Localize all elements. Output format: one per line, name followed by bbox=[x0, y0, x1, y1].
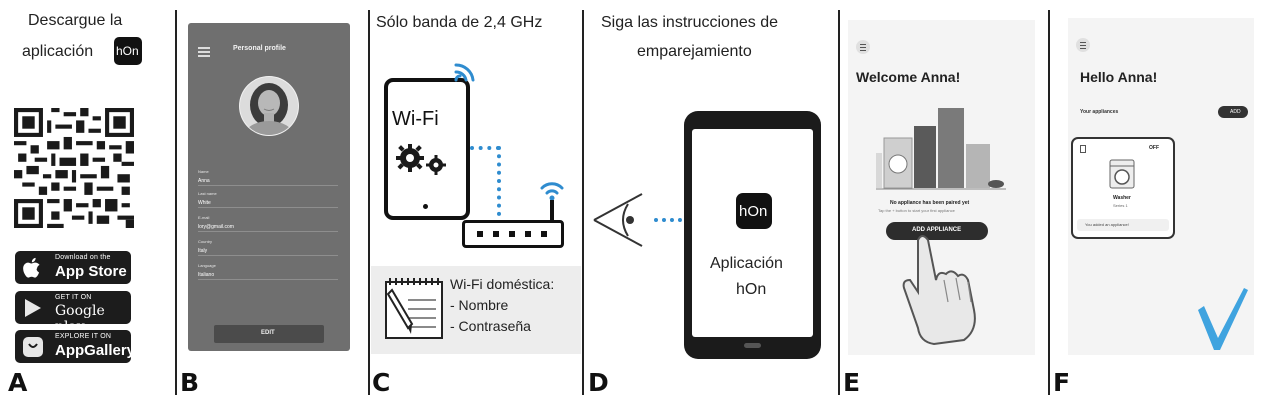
menu-icon[interactable] bbox=[1076, 38, 1090, 52]
profile-screen: Personal profile Name Anna Last name Whi… bbox=[188, 23, 350, 351]
pairing-caption: Siga las instrucciones de bbox=[601, 14, 778, 31]
panel-divider bbox=[582, 10, 584, 395]
hon-app-icon: hOn bbox=[114, 37, 142, 65]
eye-icon bbox=[593, 193, 643, 247]
success-message: You added an appliance! bbox=[1085, 222, 1129, 227]
menu-icon[interactable] bbox=[856, 40, 870, 54]
add-button[interactable]: ADD bbox=[1218, 106, 1248, 118]
wifi-password-item: - Contraseña bbox=[450, 318, 531, 334]
appliance-card[interactable]: OFF Washer Series 1 You added an applian… bbox=[1071, 137, 1175, 239]
name-field[interactable]: Anna bbox=[198, 178, 210, 184]
step-letter-f: F bbox=[1053, 368, 1071, 397]
app-store-badge[interactable]: Download on the App Store bbox=[15, 251, 131, 284]
google-play-badge[interactable]: GET IT ON Google play bbox=[15, 291, 131, 335]
email-field[interactable]: lory@gmail.com bbox=[198, 224, 234, 230]
empty-state-subtitle: Tap the + button to start your first app… bbox=[878, 208, 955, 213]
appliance-status: OFF bbox=[1149, 145, 1159, 151]
router-wifi-icon bbox=[540, 182, 564, 201]
play-icon bbox=[25, 299, 41, 317]
menu-icon[interactable] bbox=[198, 47, 210, 57]
panel-divider bbox=[175, 10, 177, 395]
step-letter-e: E bbox=[843, 368, 861, 397]
pairing-caption-2: emparejamiento bbox=[637, 43, 752, 60]
app-gallery-badge[interactable]: EXPLORE IT ON AppGallery bbox=[15, 330, 135, 363]
profile-title: Personal profile bbox=[233, 45, 286, 52]
router-icon bbox=[462, 220, 564, 248]
notepad-icon bbox=[385, 278, 443, 339]
download-caption-app: aplicación bbox=[22, 43, 94, 60]
add-appliance-button[interactable]: ADD APPLIANCE bbox=[886, 222, 988, 240]
home-wifi-title: Wi-Fi doméstica: bbox=[450, 276, 555, 292]
panel-divider bbox=[838, 10, 840, 395]
welcome-title: Welcome Anna! bbox=[856, 69, 961, 85]
huawei-icon bbox=[23, 337, 43, 357]
edit-button[interactable]: EDIT bbox=[214, 325, 324, 343]
country-field[interactable]: Italy bbox=[198, 248, 208, 254]
app-name-label-2: hOn bbox=[736, 281, 767, 298]
tablet-device: Wi-Fi bbox=[384, 78, 470, 220]
wifi-signal-icon bbox=[454, 63, 475, 82]
empty-state-title: No appliance has been paired yet bbox=[890, 200, 970, 206]
avatar bbox=[239, 76, 299, 136]
appliance-name: Washer bbox=[1113, 195, 1131, 201]
language-field[interactable]: Italiano bbox=[198, 272, 215, 278]
appliances-illustration bbox=[876, 108, 1006, 190]
hand-pointer-icon bbox=[902, 235, 976, 345]
appliance-model: Series 1 bbox=[1113, 203, 1128, 208]
download-caption: Descargue la bbox=[28, 12, 123, 29]
washer-icon bbox=[1109, 159, 1135, 189]
panel-divider bbox=[368, 10, 370, 395]
appliance-type-icon bbox=[1080, 145, 1086, 153]
step-letter-c: C bbox=[372, 368, 391, 397]
app-name-label: Aplicación bbox=[710, 255, 783, 272]
connection-dots bbox=[497, 146, 501, 216]
step-letter-b: B bbox=[180, 368, 200, 397]
apple-icon bbox=[23, 257, 40, 278]
band-caption: Sólo banda de 2,4 GHz bbox=[376, 14, 543, 31]
gears-icon bbox=[396, 144, 446, 175]
home-screen: Hello Anna! Your appliances ADD OFF Wash… bbox=[1068, 18, 1254, 355]
step-letter-d: D bbox=[588, 368, 609, 397]
wifi-name-item: - Nombre bbox=[450, 297, 509, 313]
hon-app-icon[interactable]: hOn bbox=[736, 193, 772, 229]
welcome-screen: Welcome Anna! No appliance has been pair… bbox=[848, 20, 1035, 355]
hello-title: Hello Anna! bbox=[1080, 69, 1158, 85]
connection-dots bbox=[470, 146, 500, 150]
qr-code[interactable] bbox=[14, 108, 134, 228]
last-name-field[interactable]: White bbox=[198, 200, 211, 206]
router-antenna bbox=[550, 200, 554, 222]
phone-screen: hOn Aplicación hOn bbox=[692, 129, 813, 337]
checkmark-icon bbox=[1198, 288, 1248, 350]
phone-device: hOn Aplicación hOn bbox=[684, 111, 821, 359]
step-letter-a: A bbox=[8, 368, 28, 397]
panel-a: Descargue la aplicación hOn bbox=[0, 0, 174, 401]
panel-divider bbox=[1048, 10, 1050, 395]
wifi-label: Wi-Fi bbox=[392, 108, 439, 130]
appliances-section-label: Your appliances bbox=[1080, 109, 1119, 115]
